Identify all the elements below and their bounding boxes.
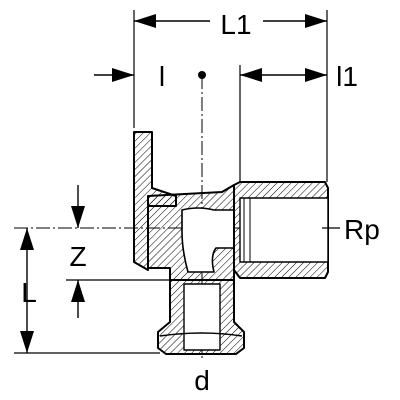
arrowhead-l1-left — [134, 14, 156, 28]
press-bead-outline — [159, 332, 243, 337]
label-l: l — [159, 61, 165, 92]
label-l1: L1 — [220, 9, 251, 40]
arrowhead-l1-small-left — [240, 68, 262, 82]
arrowhead-l — [112, 68, 134, 82]
threaded-socket-bore — [239, 197, 329, 263]
dimension-z: Z — [69, 185, 87, 318]
arrowhead-z-top — [71, 206, 85, 228]
extension-lines — [133, 10, 328, 182]
dimension-l1: L1 — [134, 9, 327, 40]
dimension-length-l: L — [20, 228, 37, 353]
label-l1-small: l1 — [336, 61, 358, 92]
reference-lines — [14, 279, 170, 354]
press-socket-bore — [183, 283, 221, 351]
arrowhead-z-bottom — [71, 280, 85, 302]
dimension-thread-length: l1 — [240, 61, 358, 92]
arrowhead-length-bottom — [20, 331, 34, 353]
thread-marks — [243, 198, 251, 262]
dimension-l: l — [94, 61, 165, 92]
arrowhead-l1-small-right — [305, 68, 327, 82]
arrowhead-length-top — [20, 228, 34, 250]
arrowhead-l1-right — [305, 14, 327, 28]
label-d: d — [194, 365, 210, 396]
rp-leader: Rp — [322, 214, 380, 245]
label-rp: Rp — [344, 214, 380, 245]
label-z: Z — [69, 241, 86, 272]
fitting-body — [133, 131, 329, 355]
label-length-l: L — [21, 277, 37, 308]
center-dot — [198, 71, 206, 79]
elbow-bore — [181, 207, 235, 273]
